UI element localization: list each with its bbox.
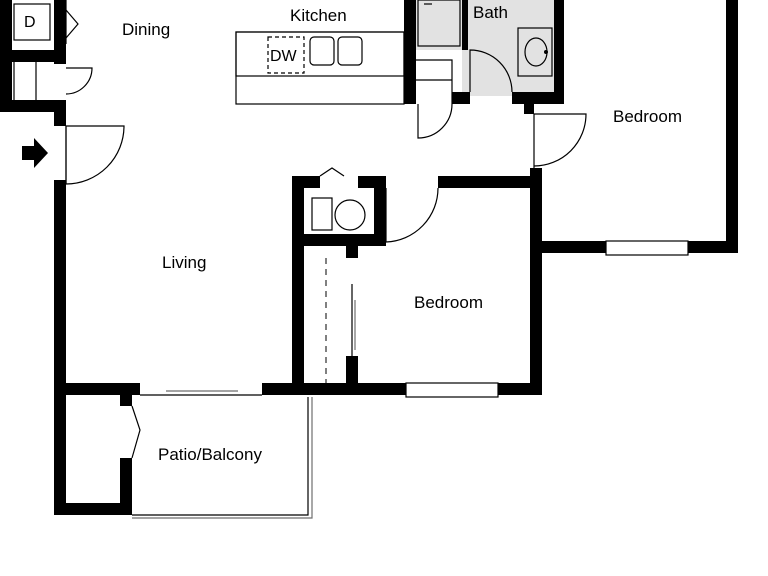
room-label-bedroom-2: Bedroom bbox=[414, 293, 483, 312]
room-label-bedroom-1: Bedroom bbox=[613, 107, 682, 126]
linen-closet bbox=[416, 59, 453, 139]
bedroom-1-door bbox=[533, 113, 587, 168]
bath-floor bbox=[416, 0, 554, 96]
dishwasher-label: DW bbox=[270, 48, 298, 65]
kitchen-counter: DW bbox=[235, 31, 405, 105]
walls bbox=[0, 0, 738, 515]
bedroom-2-window bbox=[405, 382, 499, 398]
bath-fixtures bbox=[417, 0, 553, 93]
dryer-closet: D bbox=[13, 0, 93, 100]
entry-door bbox=[65, 125, 125, 185]
room-label-kitchen: Kitchen bbox=[290, 6, 347, 25]
entry-arrow-icon bbox=[22, 138, 48, 168]
room-label-bath: Bath bbox=[473, 3, 508, 22]
dryer-label: D bbox=[24, 14, 36, 31]
patio-railing bbox=[131, 397, 313, 519]
bedroom-2-door bbox=[385, 187, 439, 243]
utility-closet bbox=[311, 167, 366, 231]
room-label-living: Living bbox=[162, 253, 206, 272]
patio-slider bbox=[140, 390, 262, 396]
room-label-dining: Dining bbox=[122, 20, 170, 39]
closet-doors bbox=[325, 258, 356, 383]
bedroom-1-window bbox=[605, 240, 689, 256]
windows bbox=[405, 240, 689, 398]
room-label-patio: Patio/Balcony bbox=[158, 445, 262, 464]
